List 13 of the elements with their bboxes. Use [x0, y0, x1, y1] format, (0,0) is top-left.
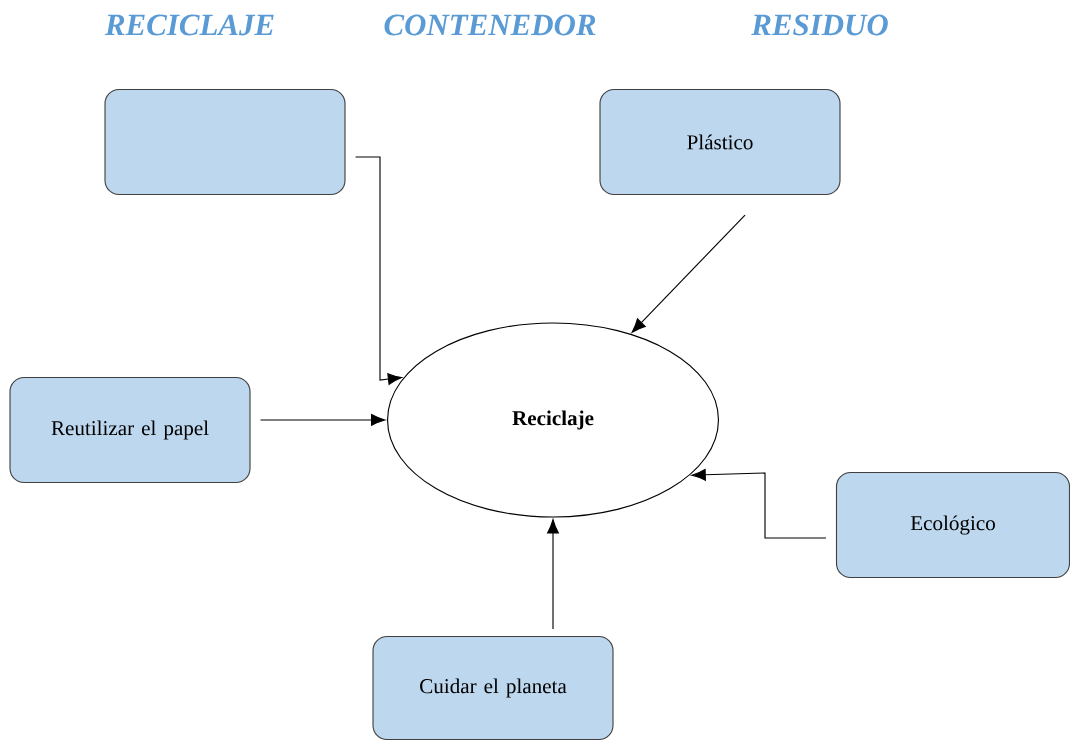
arrow — [691, 468, 827, 539]
rounded-box: Ecológico — [835, 471, 1070, 579]
arrow — [547, 519, 559, 630]
arrow — [631, 214, 746, 333]
heading: RECICLAJE — [104, 14, 274, 36]
heading: CONTENEDOR — [384, 14, 596, 36]
rounded-box: Cuidar el planeta — [372, 635, 614, 740]
rounded-box: Plástico — [599, 88, 841, 196]
arrow — [355, 156, 403, 385]
arrow — [260, 414, 386, 426]
rounded-box — [104, 88, 346, 196]
rounded-box: Reutilizar el papel — [9, 376, 251, 484]
heading: RESIDUO — [751, 14, 888, 36]
